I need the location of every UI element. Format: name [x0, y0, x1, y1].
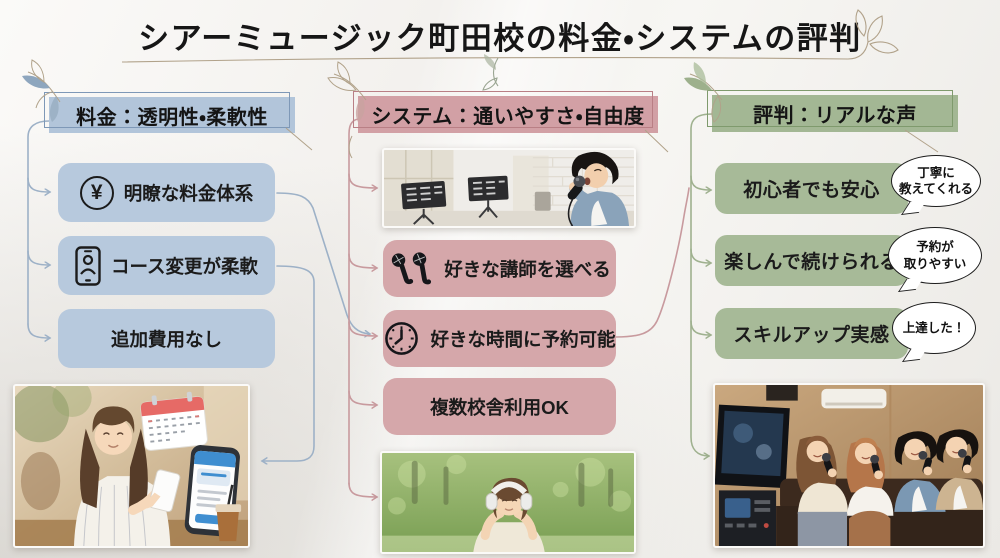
karaoke-tv — [715, 404, 790, 489]
photo-woman-headphones-park — [380, 451, 636, 554]
photo-karaoke-friends — [713, 383, 985, 548]
reputation-item-enjoy-continue: 楽しんで続けられる — [715, 235, 908, 286]
system-item-choose-teacher: 好きな講師を選べる — [383, 240, 616, 297]
system-item-label: 好きな時間に予約可能 — [430, 328, 616, 350]
fees-item-label: コース変更が柔軟 — [110, 255, 259, 277]
calendar-graphic — [140, 391, 208, 451]
clock-icon — [385, 322, 419, 355]
fees-header: 料金：透明性・柔軟性 — [49, 97, 295, 133]
system-item-label: 複数校舎利用OK — [430, 396, 569, 418]
green-connectors — [690, 113, 713, 456]
system-item-label: 好きな講師を選べる — [444, 258, 611, 280]
reputation-item-label: 初心者でも安心 — [743, 180, 880, 201]
reputation-item-beginner-safe: 初心者でも安心 — [715, 163, 908, 214]
singing-man — [567, 151, 630, 226]
reputation-item-label: スキルアップ実感 — [733, 325, 890, 346]
system-header-label: システム：通いやすさ・自由度 — [371, 106, 645, 128]
fees-item-label: 追加費用なし — [110, 328, 222, 350]
blue-connectors — [27, 120, 370, 461]
music-stand — [467, 175, 509, 219]
reputation-header-label: 評判：リアルな声 — [753, 105, 917, 127]
system-header: システム：通いやすさ・自由度 — [358, 96, 658, 133]
reputation-item-label: 楽しんで続けられる — [724, 252, 899, 273]
karaoke-people — [796, 429, 983, 546]
reputation-item-skill-up: スキルアップ実感 — [715, 308, 908, 359]
testimonial-bubble-2: 予約が取りやすい — [888, 227, 982, 284]
fees-item-label: 明瞭な料金体系 — [123, 182, 254, 204]
testimonial-bubble-3: 上達した！ — [892, 302, 976, 354]
fees-header-label: 料金：透明性・柔軟性 — [76, 106, 268, 129]
fees-item-no-extra-cost: 追加費用なし — [58, 309, 275, 368]
reputation-header: 評判：リアルな声 — [712, 95, 958, 132]
headphones-woman — [473, 477, 545, 552]
photo-man-singing — [382, 148, 636, 228]
yen-circle-icon: ¥ — [79, 175, 114, 210]
two-microphones-icon — [392, 252, 432, 285]
system-item-reserve-anytime: 好きな時間に予約可能 — [383, 310, 616, 367]
music-stand — [401, 181, 447, 225]
page-title: シアーミュージック町田校の料金・システムの評判 — [138, 21, 862, 56]
photo-woman-booking-cafe — [13, 384, 250, 548]
testimonial-bubble-1: 丁寧に教えてくれる — [891, 155, 981, 207]
system-item-multi-campus: 複数校舎利用OK — [383, 378, 616, 435]
fees-item-flexible-course: コース変更が柔軟 — [58, 236, 275, 295]
fees-item-clear-pricing: ¥ 明瞭な料金体系 — [58, 163, 275, 222]
smartphone-user-icon — [75, 245, 101, 286]
